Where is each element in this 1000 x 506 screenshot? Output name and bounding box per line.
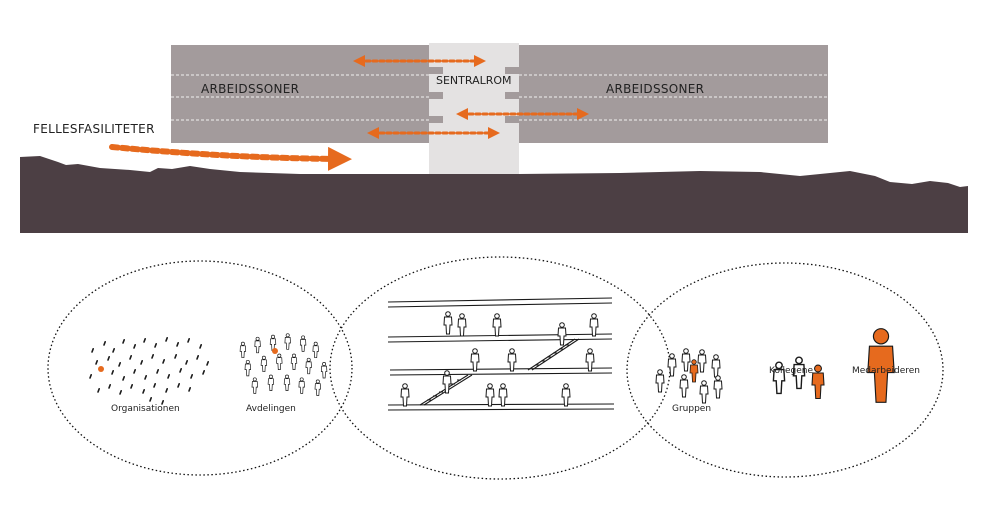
ellipse-right [626, 262, 944, 478]
employee-label: Medarbeideren [852, 366, 920, 376]
group-highlight-person [689, 359, 699, 383]
group-label: Gruppen [672, 404, 711, 414]
building-right-block [519, 45, 828, 143]
terrain-ground [20, 156, 968, 233]
movement-arrows [109, 55, 589, 171]
department-highlight [272, 348, 278, 354]
work-zone-left-label: ARBEIDSSONER [201, 82, 299, 96]
employee-figure [867, 328, 895, 403]
organisation-highlight [98, 366, 104, 372]
department-crowd [239, 333, 328, 396]
colleague-people [772, 356, 825, 400]
department-label: Avdelingen [246, 404, 296, 414]
colleague-highlight-person [811, 364, 825, 400]
stair-steps [427, 344, 569, 401]
ellipse-left [47, 260, 353, 476]
central-room-block [429, 43, 519, 174]
sketch-building [387, 297, 615, 411]
building-section: ARBEIDSSONER ARBEIDSSONER SENTRALROM FEL… [20, 43, 968, 233]
colleague-label: Kollegene [769, 366, 813, 376]
organisation-label: Organisationen [111, 404, 180, 414]
sketch-people [400, 311, 599, 407]
shared-facilities-label: FELLESFASILITETER [33, 122, 155, 136]
work-zone-right-label: ARBEIDSSONER [606, 82, 704, 96]
organisation-crowd [89, 336, 209, 405]
group-people [655, 348, 723, 404]
floor-lines [171, 74, 828, 121]
arrow-icon [109, 144, 352, 171]
ellipse-middle [329, 256, 671, 480]
central-room-label: SENTRALROM [436, 74, 512, 87]
